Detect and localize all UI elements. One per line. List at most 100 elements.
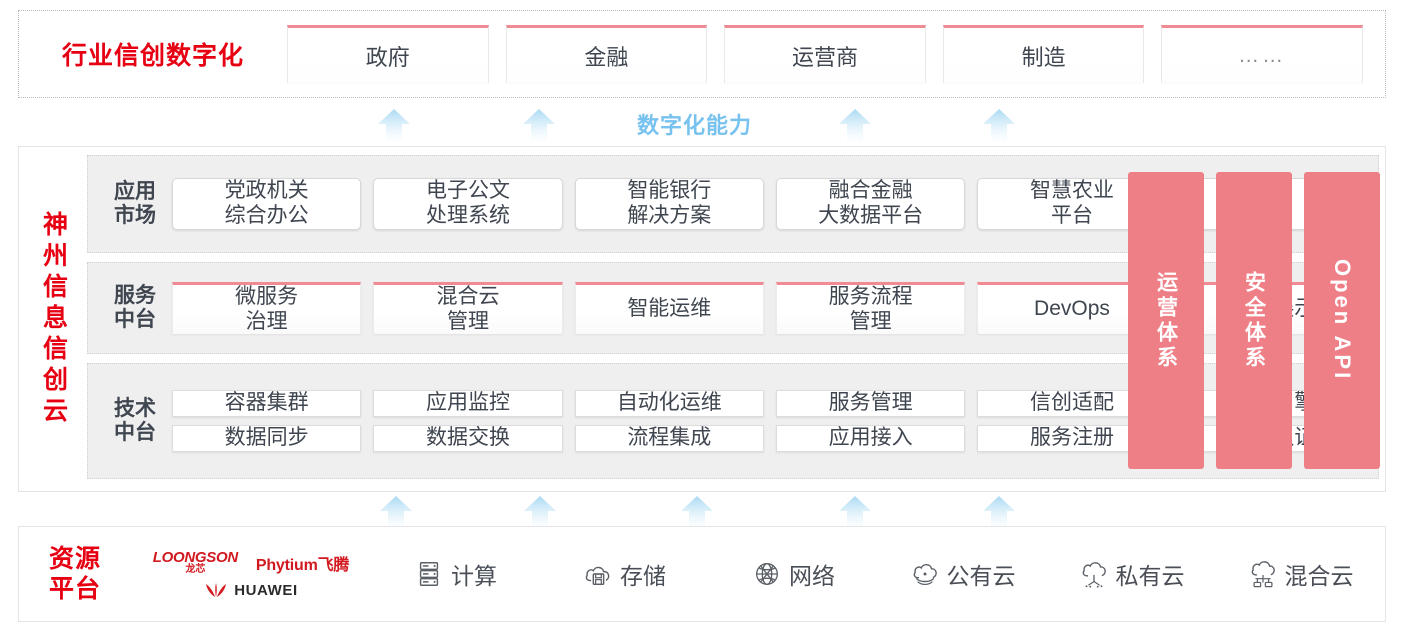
- vendor-logo-group: LOONGSON 龙芯 Phytium飞腾 HUAWEI: [131, 550, 371, 599]
- tech-card-label: 数据同步: [224, 426, 309, 449]
- app-card-label: 电子公文 处理系统: [425, 179, 510, 227]
- pillar-open-api[interactable]: Open API: [1304, 172, 1380, 469]
- pillar-operations-system[interactable]: 运营体系: [1128, 172, 1204, 469]
- app-card-government-office[interactable]: 党政机关 综合办公: [172, 178, 362, 230]
- up-arrow-icon: [839, 496, 871, 530]
- tech-card-process-integration[interactable]: 流程集成: [574, 425, 764, 452]
- capability-label: 数字化能力: [637, 113, 753, 138]
- industry-card-telecom[interactable]: 运营商: [724, 25, 926, 83]
- resource-item-label: 存储: [620, 563, 666, 589]
- pillar-security-system[interactable]: 安全体系: [1216, 172, 1292, 469]
- tech-card-label: 信创适配: [1029, 391, 1114, 415]
- up-arrow-icon: [983, 109, 1015, 143]
- tech-card-container-cluster[interactable]: 容器集群: [172, 390, 362, 417]
- resource-platform-band: 资源 平台 LOONGSON 龙芯 Phytium飞腾 HUAWEI: [18, 526, 1386, 622]
- tech-card-label: 服务管理: [828, 391, 913, 415]
- resource-item-label: 私有云: [1115, 563, 1185, 589]
- public-cloud-icon: [913, 563, 937, 586]
- technical-card-grid: 容器集群 应用监控 自动化运维 服务管理 信创适配: [172, 390, 1368, 452]
- industry-card-list: 政府 金融 运营商 制造 ……: [287, 25, 1385, 83]
- service-card-process-mgmt[interactable]: 服务流程 管理: [775, 281, 966, 335]
- service-card-label: 智能运维: [627, 297, 712, 321]
- network-globe-icon: [756, 563, 778, 585]
- row-label-technical-platform: 技术 中台: [114, 396, 156, 444]
- loongson-logo-en: LOONGSON: [152, 548, 238, 566]
- tech-card-app-access[interactable]: 应用接入: [775, 425, 966, 452]
- resource-item-label: 网络: [789, 563, 835, 589]
- application-card-list: 党政机关 综合办公 电子公文 处理系统 智能银行 解决方案 融合金融 大数据平台…: [172, 178, 1368, 230]
- industry-card-finance[interactable]: 金融: [505, 25, 708, 83]
- tech-card-service-mgmt[interactable]: 服务管理: [775, 390, 966, 417]
- server-icon: [419, 562, 439, 586]
- resource-item-private-cloud[interactable]: 私有云: [1047, 557, 1216, 591]
- up-arrow-icon: [380, 496, 412, 530]
- industry-card-label: 金融: [584, 44, 629, 70]
- vendor-logo-row: LOONGSON 龙芯 Phytium飞腾: [153, 550, 350, 575]
- resource-item-compute[interactable]: 计算: [371, 557, 540, 591]
- capability-pillars: 运营体系 安全体系 Open API: [1128, 172, 1380, 469]
- up-arrow-icon: [378, 109, 410, 143]
- app-card-smart-bank[interactable]: 智能银行 解决方案: [574, 178, 764, 230]
- hybrid-cloud-icon: [1251, 561, 1275, 588]
- up-arrow-icon: [524, 496, 556, 530]
- service-card-label: DevOps: [1034, 297, 1110, 321]
- industry-band: 行业信创数字化 政府 金融 运营商 制造 ……: [18, 10, 1386, 98]
- tech-card-label: 服务注册: [1029, 426, 1114, 449]
- industry-card-label: 制造: [1021, 44, 1066, 70]
- pillar-label: Open API: [1330, 259, 1355, 382]
- industry-card-label: ……: [1238, 43, 1287, 67]
- huawei-logo: HUAWEI: [204, 582, 298, 599]
- tech-card-label: 自动化运维: [616, 391, 722, 415]
- app-card-fintech-bigdata[interactable]: 融合金融 大数据平台: [775, 178, 966, 230]
- service-card-label: 混合云 管理: [436, 284, 500, 333]
- pillar-label: 安全体系: [1242, 270, 1266, 371]
- cloud-storage-icon: [585, 566, 610, 586]
- loongson-logo-cn: 龙芯: [185, 563, 206, 575]
- loongson-logo: LOONGSON 龙芯: [153, 550, 238, 575]
- tech-card-label: 数据交换: [425, 426, 510, 449]
- resource-item-public-cloud[interactable]: 公有云: [878, 557, 1047, 591]
- tech-card-data-sync[interactable]: 数据同步: [172, 425, 362, 452]
- huawei-flower-icon: [206, 583, 227, 597]
- industry-card-manufacturing[interactable]: 制造: [942, 25, 1145, 83]
- tech-card-automated-ops[interactable]: 自动化运维: [574, 390, 764, 417]
- up-arrow-icon: [983, 496, 1015, 530]
- resource-platform-title: 资源 平台: [48, 544, 101, 604]
- industry-card-label: 运营商: [791, 44, 858, 70]
- row-label-service-platform: 服务 中台: [114, 283, 156, 331]
- resource-item-list: 计算 存储: [371, 557, 1385, 591]
- resource-item-storage[interactable]: 存储: [540, 557, 709, 591]
- pillar-label: 运营体系: [1154, 270, 1178, 371]
- industry-card-government[interactable]: 政府: [287, 25, 489, 83]
- resource-item-hybrid-cloud[interactable]: 混合云: [1216, 557, 1385, 591]
- service-card-microservice-governance[interactable]: 微服务 治理: [172, 281, 362, 335]
- resource-item-network[interactable]: 网络: [709, 557, 878, 591]
- up-arrow-icon: [839, 109, 871, 143]
- tech-card-app-monitoring[interactable]: 应用监控: [373, 390, 563, 417]
- up-arrow-icon: [681, 496, 713, 530]
- app-card-label: 智慧农业 平台: [1029, 179, 1114, 227]
- tech-card-label: 容器集群: [224, 391, 309, 415]
- service-card-label: 微服务 治理: [235, 284, 299, 333]
- industry-card-more[interactable]: ……: [1161, 25, 1363, 83]
- app-card-edoc-system[interactable]: 电子公文 处理系统: [373, 178, 563, 230]
- huawei-logo-text: HUAWEI: [234, 581, 298, 599]
- up-arrow-icon: [523, 109, 555, 143]
- tech-card-data-exchange[interactable]: 数据交换: [373, 425, 563, 452]
- resource-item-label: 公有云: [946, 563, 1016, 589]
- capability-arrow-strip: [0, 103, 1402, 143]
- resource-item-label: 计算: [451, 563, 497, 589]
- phytium-logo: Phytium飞腾: [255, 556, 350, 574]
- industry-band-title: 行业信创数字化: [61, 42, 244, 70]
- app-card-label: 融合金融 大数据平台: [818, 179, 924, 227]
- service-card-aiops[interactable]: 智能运维: [574, 281, 764, 335]
- private-cloud-icon: [1082, 562, 1106, 588]
- app-card-label: 党政机关 综合办公: [224, 179, 309, 227]
- service-card-hybrid-cloud-mgmt[interactable]: 混合云 管理: [373, 281, 563, 335]
- cloud-vertical-title: 神州信息信创云: [19, 147, 87, 491]
- industry-card-label: 政府: [365, 44, 410, 70]
- tech-card-label: 流程集成: [627, 426, 712, 449]
- service-card-label: 服务流程 管理: [828, 284, 913, 333]
- cloud-vertical-title-text: 神州信息信创云: [39, 210, 68, 428]
